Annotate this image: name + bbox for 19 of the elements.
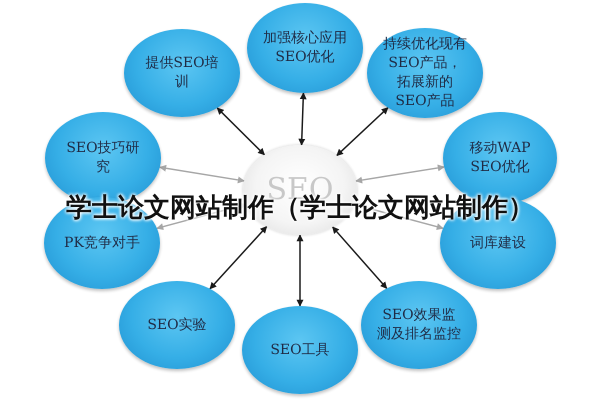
ellipse-label: 词库建设 <box>469 234 527 252</box>
ellipse-label: 提供SEO培训 <box>144 54 220 92</box>
double-arrow <box>159 164 245 184</box>
double-arrow <box>209 226 268 290</box>
double-arrow <box>336 107 388 156</box>
double-arrow <box>216 107 266 156</box>
ellipse-label: SEO实验 <box>146 316 208 334</box>
topic-ellipse <box>361 281 477 369</box>
ellipse-label: PK竞争对手 <box>63 234 141 252</box>
ellipse-label: SEO技巧研究 <box>65 139 141 177</box>
ellipse-label: SEO效果监测及排名监控 <box>377 306 461 344</box>
double-arrow <box>298 92 307 146</box>
double-arrow <box>332 226 388 289</box>
ellipse-label: 持续优化现有SEO产品，拓展新的SEO产品 <box>383 35 467 111</box>
double-arrow <box>355 164 445 184</box>
double-arrow <box>296 234 304 307</box>
ellipse-label: SEO工具 <box>269 340 331 360</box>
ellipse-label: 移动WAP SEO优化 <box>468 139 532 177</box>
ellipse-label: 加强核心应用SEO优化 <box>263 29 347 67</box>
